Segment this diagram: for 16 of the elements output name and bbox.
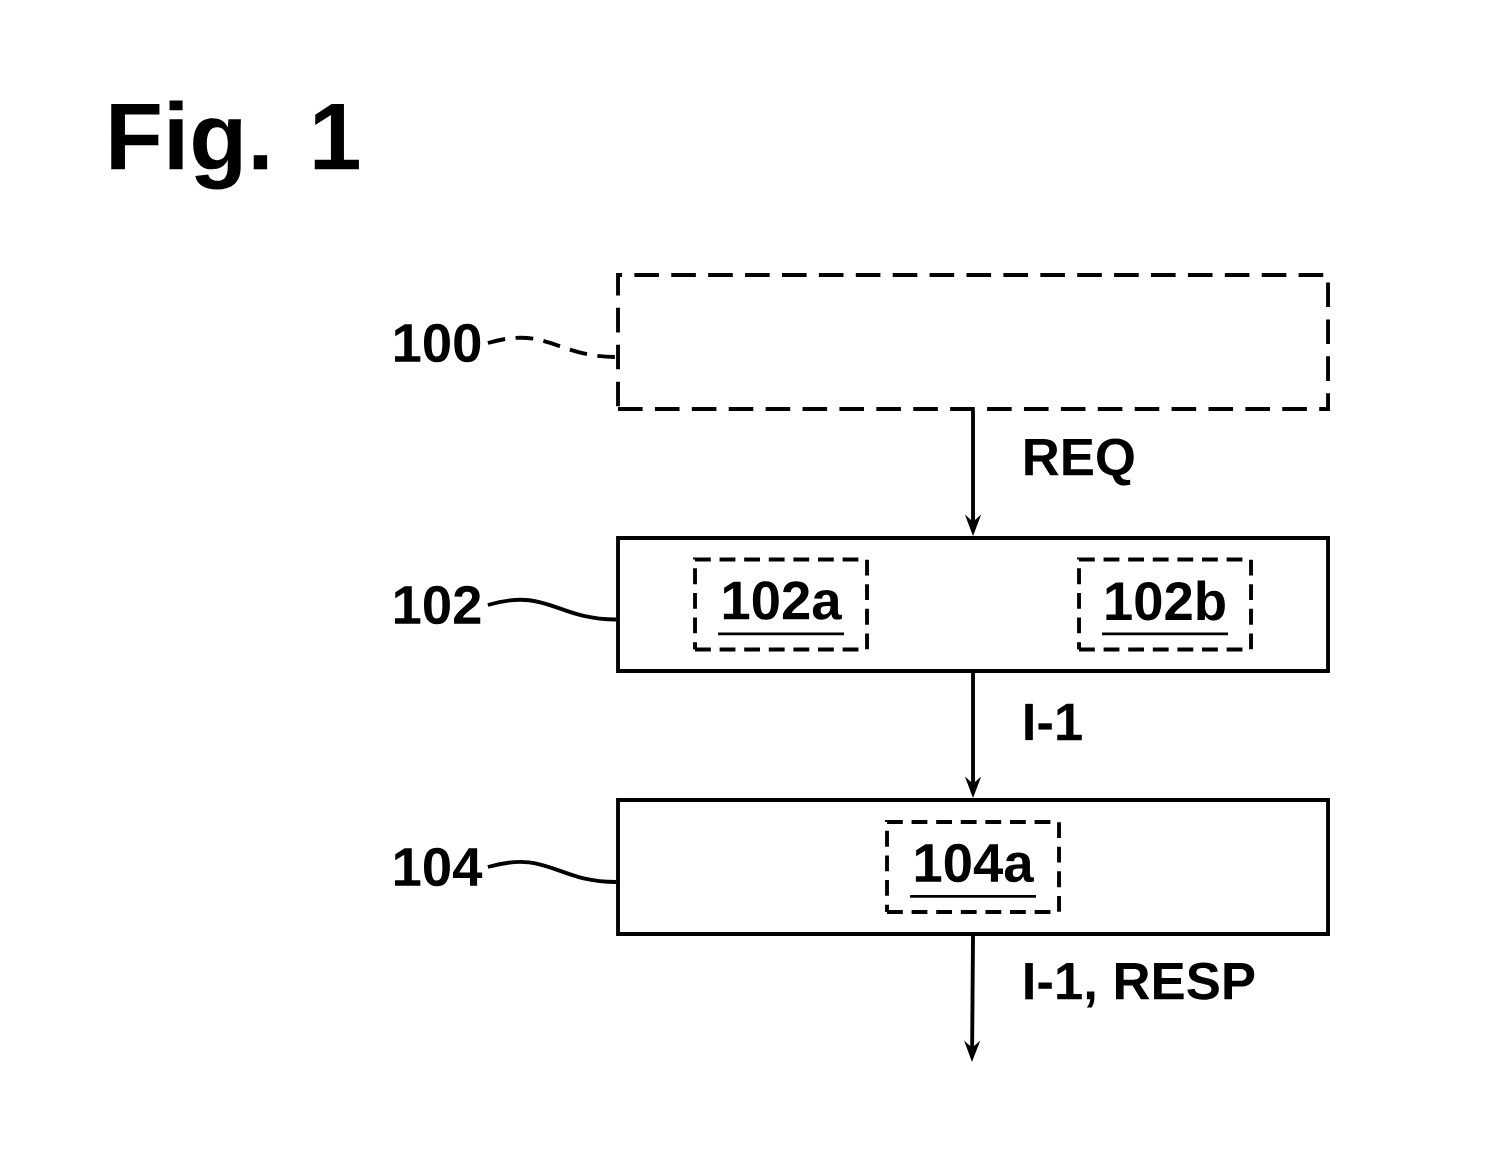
edge-label: I-1, RESP [1019, 960, 1258, 1010]
sub-block-box: 104a [885, 820, 1061, 914]
reference-numeral: 100 [395, 323, 481, 363]
block-box [616, 536, 1330, 673]
leader-line [487, 597, 617, 622]
block-box [616, 798, 1330, 936]
reference-numeral: 102 [395, 585, 481, 625]
figure-title: Fig. 1 [111, 100, 359, 190]
edge-label: REQ [1019, 436, 1138, 488]
sub-block-box: 102b [1077, 557, 1253, 652]
block-box [616, 273, 1330, 411]
edge-label: I-1 [1019, 702, 1085, 742]
leader-line [487, 860, 617, 884]
leader-line [487, 335, 617, 359]
sub-block-box: 102a [693, 557, 869, 652]
reference-numeral: 104 [395, 847, 483, 887]
